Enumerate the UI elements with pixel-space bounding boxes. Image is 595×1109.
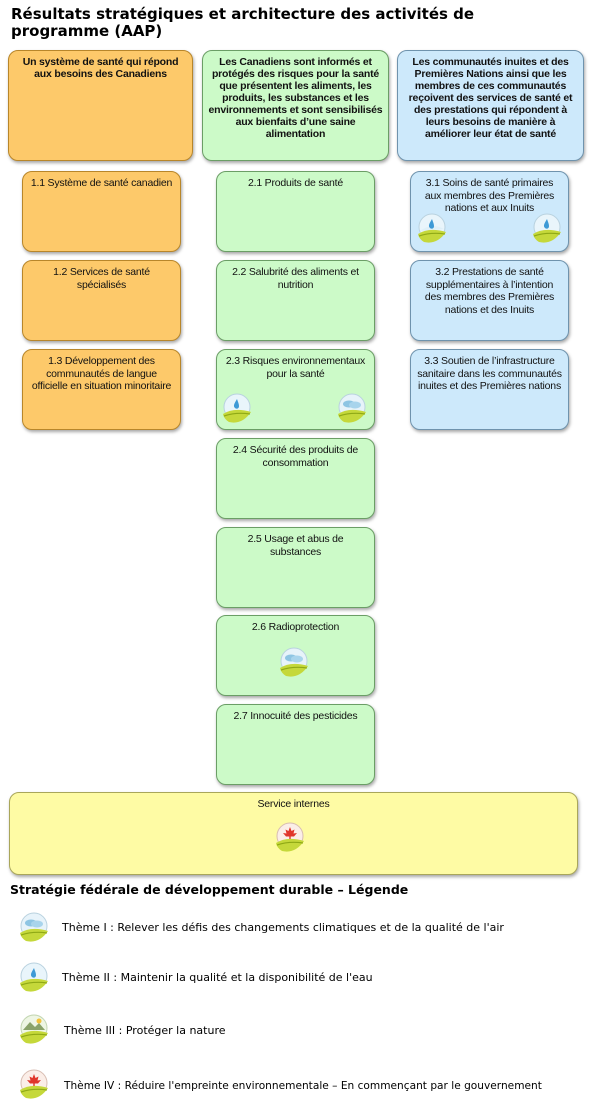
program-3-1-label: 3.1 Soins de santé primaires aux membres… [424, 177, 555, 214]
legend-item-theme-1: Thème I : Relever les défis des changeme… [62, 921, 504, 934]
theme-2-water-icon [530, 212, 564, 246]
program-1-1-box: 1.1 Système de santé canadien [22, 171, 181, 252]
theme-4-footprint-icon [273, 821, 307, 855]
program-2-3-label: 2.3 Risques environnementaux pour la san… [225, 355, 366, 380]
page-title: Résultats stratégiques et architecture d… [11, 5, 475, 40]
legend-item-theme-2: Thème II : Maintenir la qualité et la di… [62, 971, 373, 984]
program-2-6-label: 2.6 Radioprotection [251, 621, 340, 633]
outcome-1-box: Un système de santé qui répond aux besoi… [8, 50, 193, 161]
program-1-3-label: 1.3 Développement des communautés de lan… [31, 355, 172, 392]
program-1-1-label: 1.1 Système de santé canadien [30, 177, 173, 189]
legend-title: Stratégie fédérale de développement dura… [10, 882, 409, 897]
program-2-1-box: 2.1 Produits de santé [216, 171, 375, 252]
program-2-5-box: 2.5 Usage et abus de substances [216, 527, 375, 608]
program-2-4-label: 2.4 Sécurité des produits de consommatio… [232, 444, 359, 469]
theme-3-nature-icon [17, 1013, 51, 1047]
program-2-5-label: 2.5 Usage et abus de substances [247, 533, 344, 558]
internal-services-label: Service internes [257, 798, 330, 810]
outcome-3-box: Les communautés inuites et des Premières… [397, 50, 584, 161]
theme-4-footprint-icon [17, 1068, 51, 1102]
program-2-2-box: 2.2 Salubrité des aliments et nutrition [216, 260, 375, 341]
theme-2-water-icon [17, 961, 51, 995]
theme-1-climate-air-icon [335, 392, 369, 426]
program-1-2-box: 1.2 Services de santé spécialisés [22, 260, 181, 341]
outcome-2-box: Les Canadiens sont informés et protégés … [202, 50, 389, 161]
program-3-3-box: 3.3 Soutien de l’infrastructure sanitair… [410, 349, 569, 430]
program-1-3-box: 1.3 Développement des communautés de lan… [22, 349, 181, 430]
outcome-2-label: Les Canadiens sont informés et protégés … [208, 56, 383, 140]
theme-1-climate-air-icon [277, 646, 311, 680]
program-2-4-box: 2.4 Sécurité des produits de consommatio… [216, 438, 375, 519]
theme-2-water-icon [220, 392, 254, 426]
program-2-7-box: 2.7 Innocuité des pesticides [216, 704, 375, 785]
legend-item-theme-3: Thème III : Protéger la nature [64, 1024, 226, 1037]
outcome-1-label: Un système de santé qui répond aux besoi… [22, 56, 179, 80]
program-3-2-label: 3.2 Prestations de santé supplémentaires… [424, 266, 555, 316]
program-1-2-label: 1.2 Services de santé spécialisés [53, 266, 150, 291]
program-3-3-label: 3.3 Soutien de l’infrastructure sanitair… [417, 355, 562, 392]
program-2-2-label: 2.2 Salubrité des aliments et nutrition [232, 266, 359, 291]
program-2-7-label: 2.7 Innocuité des pesticides [233, 710, 358, 722]
outcome-3-label: Les communautés inuites et des Premières… [408, 56, 573, 140]
theme-1-climate-air-icon [17, 911, 51, 945]
theme-2-water-icon [415, 212, 449, 246]
program-3-2-box: 3.2 Prestations de santé supplémentaires… [410, 260, 569, 341]
program-2-1-label: 2.1 Produits de santé [247, 177, 344, 189]
legend-item-theme-4: Thème IV : Réduire l'empreinte environne… [64, 1080, 542, 1092]
